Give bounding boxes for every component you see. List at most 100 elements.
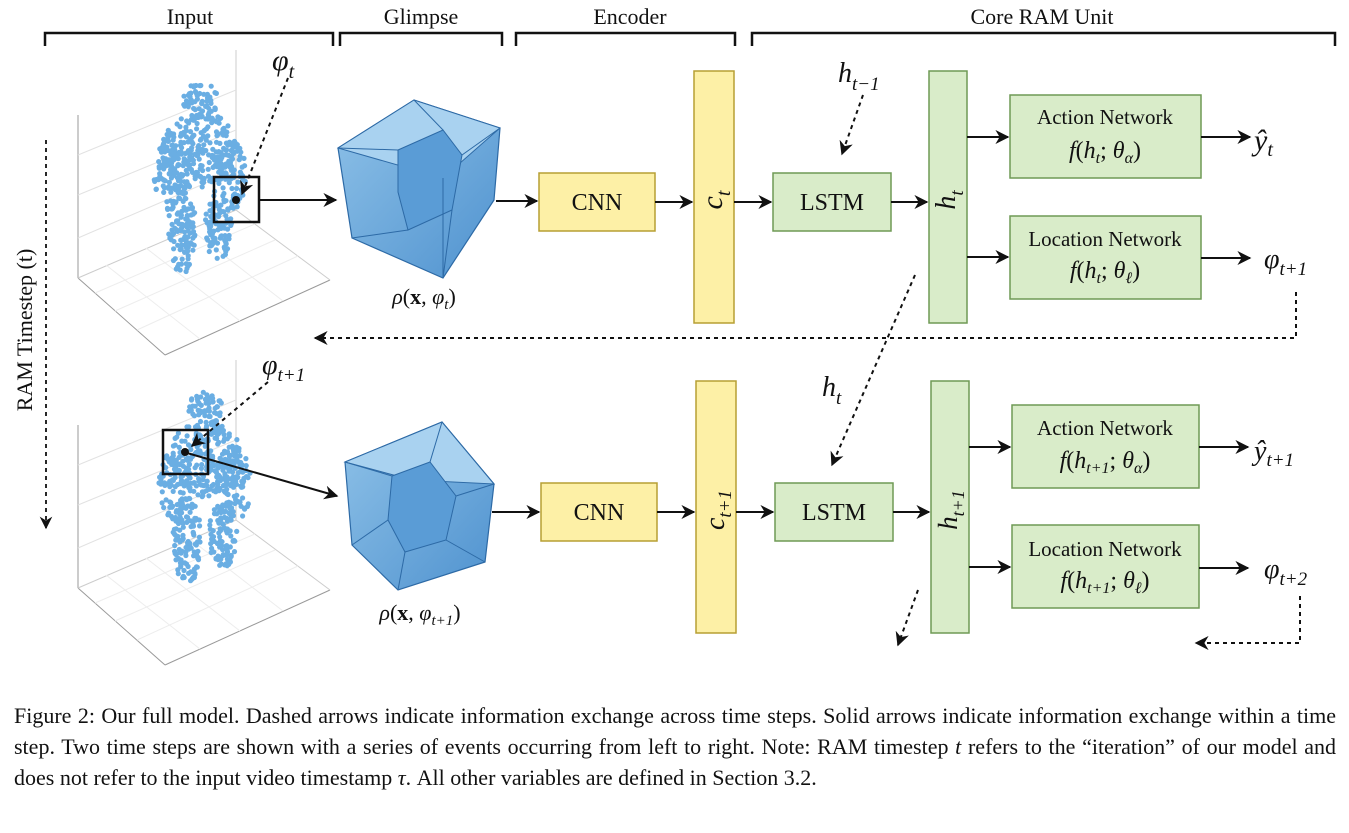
cloud-point xyxy=(167,232,173,238)
cloud-point xyxy=(203,103,209,109)
cnn-label: CNN xyxy=(574,500,625,526)
cloud-point xyxy=(191,553,197,559)
cloud-point xyxy=(199,98,205,104)
cloud-point xyxy=(220,503,226,509)
cloud-point xyxy=(227,458,233,464)
glimpse-cube xyxy=(343,421,496,591)
cloud-point xyxy=(217,562,223,568)
cloud-point xyxy=(169,142,175,148)
cloud-point xyxy=(219,166,225,172)
cloud-point xyxy=(185,148,191,154)
cloud-point xyxy=(161,185,167,191)
cloud-point xyxy=(217,474,223,480)
cloud-point xyxy=(213,129,220,135)
cloud-point xyxy=(178,505,184,511)
cloud-point xyxy=(153,186,159,192)
cloud-point xyxy=(240,513,246,519)
cloud-point xyxy=(192,233,198,239)
caption-text-2: refers to the “iteration” of our model a… xyxy=(14,734,1337,790)
cloud-point xyxy=(192,89,199,95)
cloud-point xyxy=(201,175,207,181)
location-output: φt+1 xyxy=(1264,244,1307,280)
cloud-point xyxy=(165,206,171,212)
cloud-point xyxy=(180,236,186,242)
cloud-point xyxy=(219,543,225,549)
cloud-point xyxy=(217,455,223,461)
cloud-point xyxy=(166,171,172,177)
cloud-point xyxy=(187,485,193,491)
cloud-point xyxy=(205,112,211,118)
cloud-point xyxy=(196,112,202,118)
cloud-point xyxy=(185,253,191,259)
cloud-point xyxy=(240,495,246,501)
cloud-point xyxy=(182,480,188,486)
cloud-point xyxy=(203,211,209,217)
caption-var-tau: τ xyxy=(397,765,406,790)
cloud-point xyxy=(175,162,181,168)
cloud-point xyxy=(185,206,191,212)
cloud-point xyxy=(191,242,197,248)
cloud-point xyxy=(157,474,163,480)
cloud-point xyxy=(188,569,194,575)
cloud-point xyxy=(195,398,201,404)
cloud-point xyxy=(178,139,184,145)
cloud-point xyxy=(225,206,231,212)
cloud-point xyxy=(187,496,193,502)
cloud-point xyxy=(203,116,209,122)
cloud-point xyxy=(182,438,188,444)
cloud-point xyxy=(241,155,247,161)
cloud-point xyxy=(170,477,176,483)
cloud-point xyxy=(235,179,241,185)
cloud-point xyxy=(188,545,194,551)
cloud-point xyxy=(221,432,227,438)
cloud-point xyxy=(165,138,171,144)
cloud-point xyxy=(221,448,228,454)
cloud-point xyxy=(200,493,206,499)
hidden-in-label: ht−1 xyxy=(838,58,880,95)
cloud-point xyxy=(220,552,226,558)
cloud-point xyxy=(184,424,190,430)
cloud-point xyxy=(208,549,214,556)
cloud-point xyxy=(230,509,236,515)
cloud-point xyxy=(196,476,202,482)
cloud-point xyxy=(185,563,191,570)
cloud-point xyxy=(180,524,186,530)
cloud-point xyxy=(211,157,217,163)
cloud-point xyxy=(180,573,186,580)
caption-text-3: . All other variables are defined in Sec… xyxy=(405,765,817,790)
cloud-point xyxy=(186,157,192,163)
cloud-point xyxy=(201,134,207,140)
glimpse-function: ρ(x, φt) xyxy=(391,284,456,313)
cloud-point xyxy=(224,515,230,522)
cloud-point xyxy=(192,403,198,409)
lstm-box xyxy=(774,482,894,542)
cloud-point xyxy=(197,83,203,89)
action-network-box xyxy=(1009,94,1202,179)
cloud-point xyxy=(199,179,205,185)
cloud-point xyxy=(218,515,224,521)
glimpse-center xyxy=(232,196,240,204)
cloud-point xyxy=(211,410,218,416)
hidden-box xyxy=(930,380,970,634)
cloud-point xyxy=(209,393,215,399)
cloud-point xyxy=(209,152,215,158)
cloud-point xyxy=(221,145,227,151)
location-output: φt+2 xyxy=(1264,554,1308,590)
cloud-point xyxy=(207,518,213,524)
hidden-box xyxy=(928,70,968,324)
cloud-point xyxy=(192,151,198,157)
cloud-point xyxy=(213,247,219,253)
cloud-point xyxy=(220,427,226,434)
cloud-point xyxy=(184,212,190,219)
cloud-point xyxy=(181,179,187,185)
cloud-point xyxy=(179,242,185,248)
cloud-point xyxy=(234,185,240,192)
cloud-point xyxy=(178,518,184,525)
cloud-point xyxy=(211,228,217,234)
bracket-glimpse xyxy=(338,31,504,46)
cloud-point xyxy=(182,560,188,566)
cloud-point xyxy=(192,115,198,122)
cloud-point xyxy=(184,433,190,439)
cloud-point xyxy=(163,465,169,471)
lstm-label: LSTM xyxy=(802,500,866,526)
